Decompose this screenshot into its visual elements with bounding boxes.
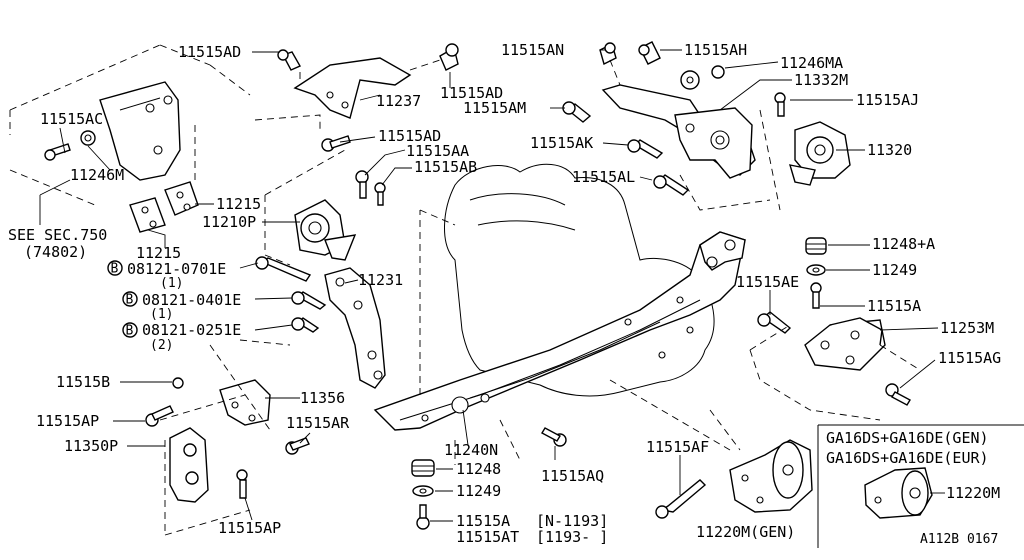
bolt-qty-2: (1) xyxy=(150,307,173,322)
inset-variant-line2: GA16DS+GA16DE(EUR) xyxy=(826,449,989,467)
bolt-part-2: 08121-0401E xyxy=(142,291,241,309)
label-11515AR: 11515AR xyxy=(286,414,350,432)
label-11515AL: 11515AL xyxy=(572,168,635,186)
bracket-11231 xyxy=(255,256,386,389)
label-see-sec-code: (74802) xyxy=(24,243,87,261)
bolt-part-3: 08121-0251E xyxy=(142,321,241,339)
label-11210P: 11210P xyxy=(202,213,256,231)
bolt-marker-3-letter: B xyxy=(126,324,134,339)
bolt-qty-3: (2) xyxy=(150,338,173,353)
engine-mount-11210P xyxy=(254,114,386,266)
label-11515AD-mid: 11515AD xyxy=(440,84,503,102)
label-11515AB: 11515AB xyxy=(414,158,477,176)
right-mount-11253M xyxy=(749,237,921,421)
bolt-marker-3 xyxy=(122,322,138,338)
label-11320: 11320 xyxy=(867,141,912,159)
label-11515B: 11515B xyxy=(56,373,110,391)
left-bracket-assembly xyxy=(9,44,251,233)
center-member-11240N xyxy=(373,209,746,431)
bolt-marker-1 xyxy=(107,260,123,276)
label-11515AE: 11515AE xyxy=(736,273,799,291)
label-11249-right: 11249 xyxy=(872,261,917,279)
label-11515AG: 11515AG xyxy=(938,349,1001,367)
label-11220M-gen: 11220M(GEN) xyxy=(696,523,795,541)
bracket-11237 xyxy=(277,43,459,119)
label-11253M: 11253M xyxy=(940,319,994,337)
label-11515AT: 11515AT xyxy=(456,528,519,546)
label-11515A-range: [N-1193] xyxy=(536,512,608,530)
bracket-11332M xyxy=(562,41,781,211)
label-11231: 11231 xyxy=(358,271,403,289)
label-11515AQ: 11515AQ xyxy=(541,467,604,485)
label-11215-a: 11215 xyxy=(216,195,261,213)
label-11237: 11237 xyxy=(376,92,421,110)
label-11515AJ: 11515AJ xyxy=(856,91,919,109)
engine-mount-11220M-gen xyxy=(609,379,813,519)
variant-inset xyxy=(817,424,1024,548)
label-11248: 11248 xyxy=(456,460,501,478)
bolt-marker-1-letter: B xyxy=(111,262,119,277)
label-11332M: 11332M xyxy=(794,71,848,89)
label-11350P: 11350P xyxy=(64,437,118,455)
label-11240N: 11240N xyxy=(444,441,498,459)
label-see-sec: SEE SEC.750 xyxy=(8,226,107,244)
leader-lines xyxy=(59,49,945,522)
label-11515AN: 11515AN xyxy=(501,41,564,59)
bolt-specs: B 08121-0701E (1) B 08121-0401E (1) B 08… xyxy=(107,260,293,353)
label-11515A: 11515A xyxy=(456,512,510,530)
engine-block-outline xyxy=(444,163,715,397)
lower-bolt-stack xyxy=(411,419,567,530)
label-11215-b: 11215 xyxy=(136,244,181,262)
label-11515AF: 11515AF xyxy=(646,438,709,456)
label-11246M: 11246M xyxy=(70,166,124,184)
label-11515AK: 11515AK xyxy=(530,134,593,152)
label-11515AD-top: 11515AD xyxy=(178,43,241,61)
label-11515AD-b: 11515AD xyxy=(378,127,441,145)
bolt-marker-2 xyxy=(122,291,138,307)
bolt-part-1: 08121-0701E xyxy=(127,260,226,278)
label-11515A-right: 11515A xyxy=(867,297,921,315)
inset-variant-line1: GA16DS+GA16DE(GEN) xyxy=(826,429,989,447)
label-11515AH: 11515AH xyxy=(684,41,747,59)
label-11220M: 11220M xyxy=(946,484,1000,502)
bolt-marker-2-letter: B xyxy=(126,293,134,308)
diagram-code: A112B 0167 xyxy=(920,532,998,547)
bolt-qty-1: (1) xyxy=(160,276,183,291)
part-labels: 11515AD 11237 11515AD 11515AN 11515AH 11… xyxy=(8,41,1001,546)
label-11356: 11356 xyxy=(300,389,345,407)
label-11515AM: 11515AM xyxy=(463,99,526,117)
label-11515AA: 11515AA xyxy=(406,142,469,160)
label-11515AP-a: 11515AP xyxy=(36,412,99,430)
bracket-11356-assembly xyxy=(145,339,310,536)
label-11249: 11249 xyxy=(456,482,501,500)
label-11515AT-range: [1193- ] xyxy=(536,528,608,546)
label-11515AP-b: 11515AP xyxy=(218,519,281,537)
engine-mount-11320 xyxy=(774,92,851,186)
label-11248A: 11248+A xyxy=(872,235,935,253)
label-11515AC: 11515AC xyxy=(40,110,103,128)
label-11246MA: 11246MA xyxy=(780,54,843,72)
